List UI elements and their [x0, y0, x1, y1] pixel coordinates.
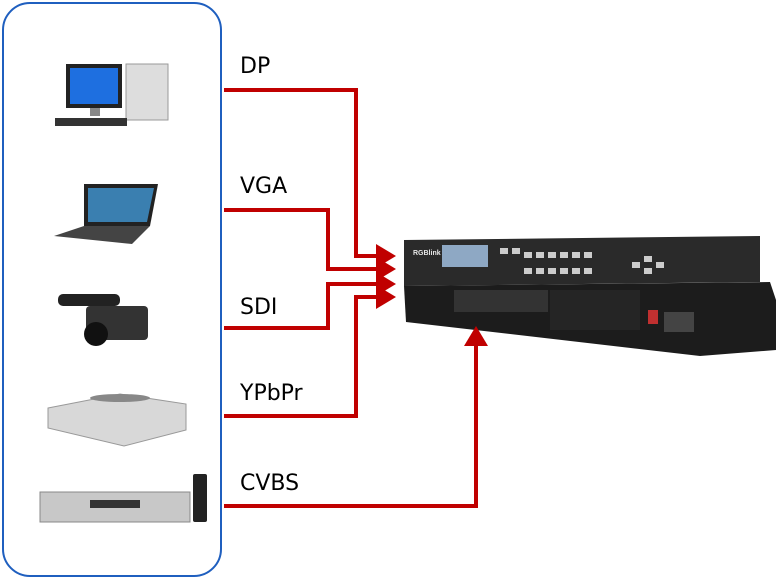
desktop-pc-icon — [55, 63, 169, 126]
dvd-player-icon — [39, 474, 207, 523]
signal-lines — [224, 88, 488, 508]
laptop-icon — [54, 184, 158, 244]
device-brand-logo: RGBlink — [413, 250, 441, 257]
label-sdi: SDI — [240, 295, 278, 320]
label-vga: VGA — [240, 174, 288, 199]
sdi-line — [224, 272, 396, 330]
label-ypbpr: YPbPr — [240, 381, 303, 406]
video-processor-icon — [404, 236, 776, 356]
set-top-box-icon — [47, 393, 187, 447]
vga-line — [224, 208, 396, 281]
cvbs-line — [224, 326, 488, 508]
ypbpr-line — [224, 285, 396, 418]
label-dp: DP — [240, 54, 271, 79]
sources-panel — [2, 2, 222, 577]
dp-line — [224, 88, 396, 268]
camcorder-icon — [58, 294, 148, 346]
label-cvbs: CVBS — [240, 471, 300, 496]
